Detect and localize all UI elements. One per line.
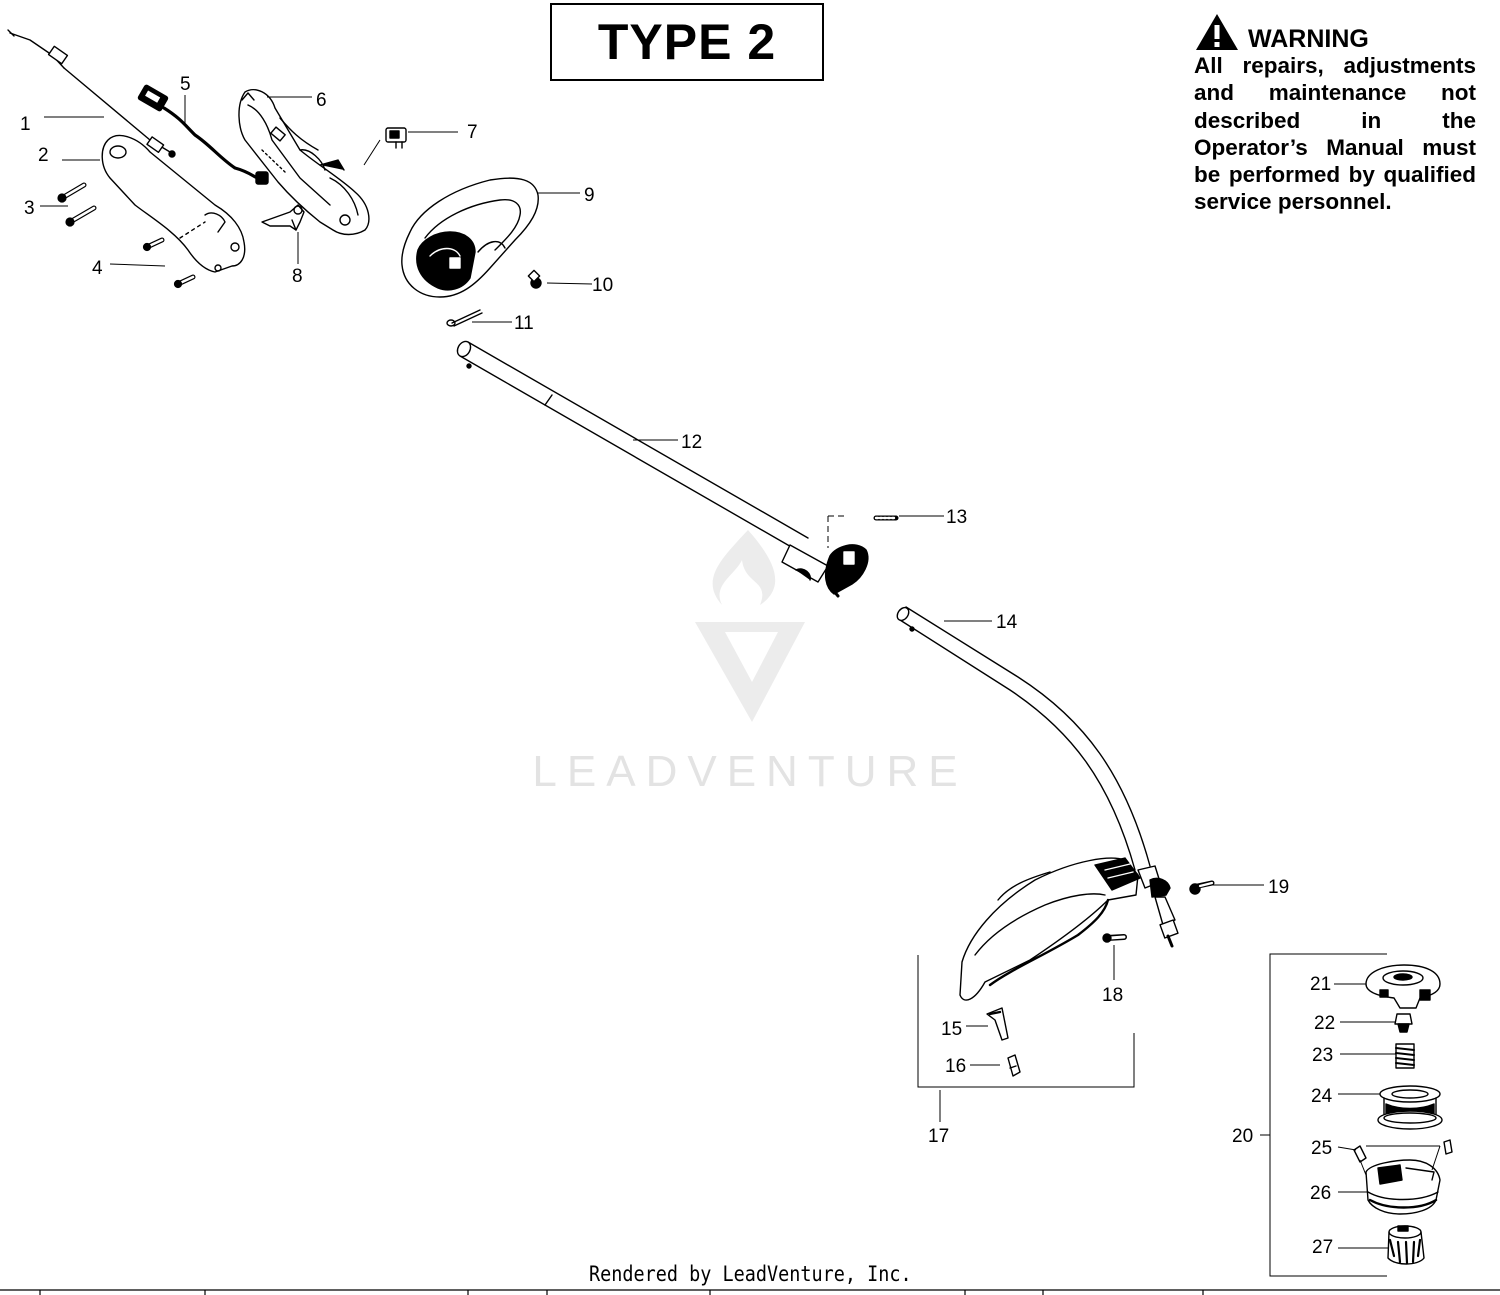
part-3-screws: [57, 182, 97, 227]
part-11-bolt: [446, 309, 483, 327]
part-1-throttle-cable: [7, 29, 176, 158]
callout-24: 24: [1311, 1086, 1333, 1107]
callout-9: 9: [584, 185, 595, 206]
callout-6: 6: [316, 90, 327, 111]
part-18-screw: [1102, 933, 1127, 943]
part-4-screws: [142, 237, 196, 289]
watermark: LEADVENTURE: [532, 530, 967, 796]
part-19-screw: [1189, 880, 1215, 895]
callout-2: 2: [38, 145, 49, 166]
callout-22: 22: [1314, 1013, 1335, 1034]
part-15-line-cutter: [986, 1007, 1009, 1041]
part-22-eyelet: [1394, 1013, 1413, 1033]
callout-3: 3: [24, 198, 35, 219]
part-8-trigger: [261, 204, 305, 231]
part-9-assist-handle: [401, 177, 539, 298]
callout-7: 7: [467, 122, 478, 143]
part-17-guard: [959, 857, 1141, 1001]
warning-text: All repairs, adjustments and maintenance…: [1194, 53, 1476, 215]
callout-20: 20: [1232, 1126, 1253, 1147]
callout-19: 19: [1268, 877, 1289, 898]
watermark-text: LEADVENTURE: [532, 747, 967, 796]
callout-23: 23: [1312, 1045, 1333, 1066]
callout-13: 13: [946, 507, 967, 528]
part-12-upper-shaft: [456, 340, 869, 598]
warning-notice: WARNING All repairs, adjustments and mai…: [1194, 8, 1476, 216]
part-25-line-eyelets: [1353, 1139, 1453, 1163]
callout-25: 25: [1311, 1138, 1332, 1159]
diagram-title-box: TYPE 2: [550, 3, 824, 81]
callout-4: 4: [92, 258, 103, 279]
part-7-switch: [385, 127, 407, 149]
callout-21: 21: [1310, 974, 1331, 995]
diagram-title: TYPE 2: [597, 14, 777, 70]
bottom-table-edge: [0, 1289, 1500, 1295]
part-16-clip: [1007, 1054, 1021, 1077]
callout-numbers: 1 2 3 4 5 6 7 8 9 10 11 12 13 14 15 16 1…: [20, 74, 1335, 1258]
part-21-spool-cap: [1365, 964, 1441, 1009]
part-26-spool-housing: [1365, 1159, 1441, 1215]
callout-17: 17: [928, 1126, 949, 1147]
callout-8: 8: [292, 266, 303, 287]
render-credit-text: Rendered by LeadVenture, Inc.: [588, 1262, 912, 1286]
callout-26: 26: [1310, 1183, 1331, 1204]
callout-18: 18: [1102, 985, 1123, 1006]
callout-12: 12: [681, 432, 702, 453]
callout-11: 11: [514, 313, 534, 334]
render-credit: Rendered by LeadVenture, Inc.: [0, 1262, 1500, 1286]
part-10-screw: [527, 269, 542, 289]
callout-14: 14: [996, 612, 1018, 633]
part-5-wire-harness: [137, 84, 269, 185]
callout-16: 16: [945, 1056, 966, 1077]
warning-title: WARNING: [1248, 25, 1369, 53]
callout-15: 15: [941, 1019, 962, 1040]
callout-27: 27: [1312, 1237, 1333, 1258]
part-6-handle-housing: [238, 89, 370, 236]
part-24-spool: [1377, 1085, 1443, 1130]
callout-5: 5: [180, 74, 191, 95]
warning-header: WARNING: [1194, 8, 1476, 52]
part-14-lower-shaft: [896, 606, 1179, 948]
callout-10: 10: [592, 275, 613, 296]
part-23-spring: [1395, 1043, 1415, 1069]
leader-lines: [40, 95, 1441, 1277]
part-2-handle-half: [101, 134, 246, 273]
callout-1: 1: [20, 114, 31, 135]
warning-triangle-icon: [1196, 14, 1238, 50]
part-27-adapter: [1387, 1225, 1425, 1265]
